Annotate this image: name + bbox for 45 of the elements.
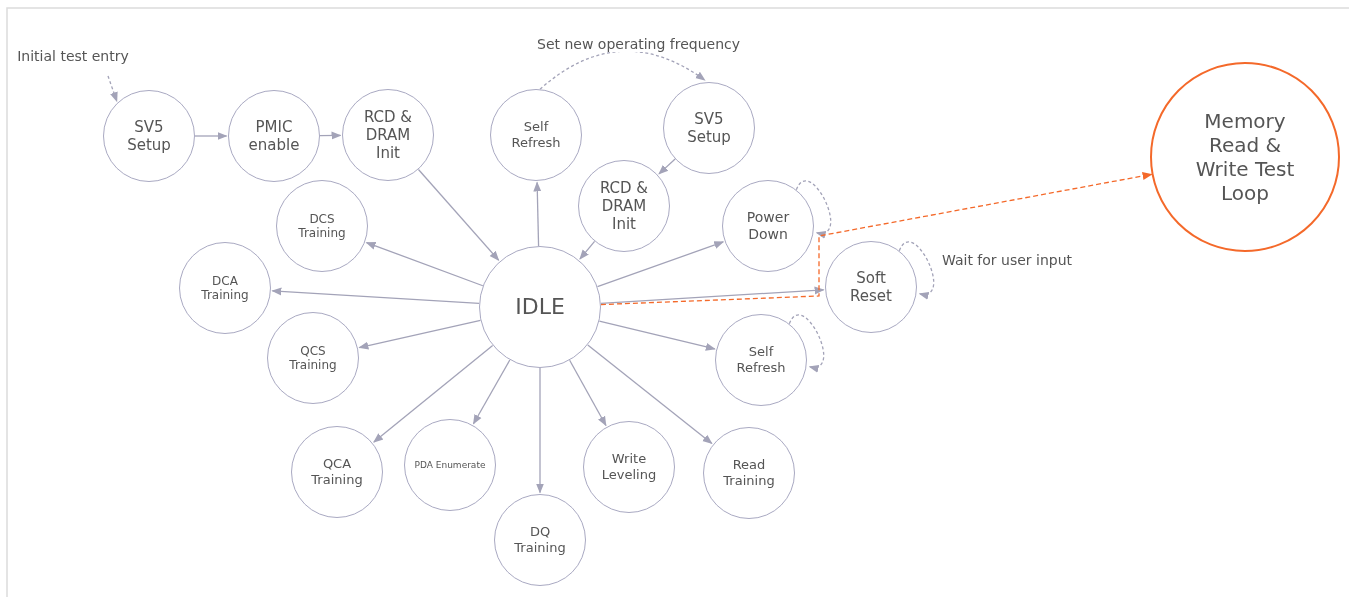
arrow (194, 132, 228, 140)
arrow (358, 319, 482, 350)
state-label: RCD & DRAM Init (598, 179, 650, 233)
arrow (658, 158, 676, 175)
state-label: Self Refresh (735, 344, 787, 376)
state-label: Soft Reset (849, 269, 893, 305)
self-loop-arrow (788, 314, 825, 371)
state-label: DCS Training (297, 211, 347, 241)
edge-label: Wait for user input (940, 252, 1075, 268)
arrow (536, 367, 544, 494)
arrow (107, 75, 118, 103)
state-label: DQ Training (513, 524, 567, 556)
arrow (365, 241, 484, 287)
arrow (271, 287, 480, 304)
arrow (600, 286, 825, 304)
arrow (569, 359, 607, 427)
state-label: Self Refresh (510, 119, 562, 151)
state-label: QCS Training (288, 343, 338, 373)
state-label: QCA Training (310, 456, 364, 488)
state-label: Power Down (745, 209, 791, 243)
arrow (587, 344, 713, 445)
state-label: Memory Read & Write Test Loop (1194, 109, 1296, 205)
state-label: PDA Enumerate (414, 459, 486, 471)
state-label: SV5 Setup (686, 110, 732, 146)
arrow (596, 241, 725, 288)
arrow (539, 50, 706, 90)
arrow (600, 172, 1153, 306)
state-label: DCA Training (200, 273, 250, 303)
edge-label: Set new operating frequency (535, 36, 743, 52)
arrow (579, 240, 596, 260)
state-label: Read Training (722, 457, 776, 489)
arrow (417, 168, 500, 261)
entry-label: Initial test entry (17, 47, 129, 65)
arrow (373, 344, 494, 443)
arrow (598, 320, 716, 351)
state-label: RCD & DRAM Init (362, 108, 414, 162)
self-loop-arrow (795, 180, 832, 237)
state-label: SV5 Setup (126, 118, 172, 154)
state-label: IDLE (515, 293, 565, 321)
arrow (319, 131, 342, 140)
arrow (533, 181, 542, 247)
arrow (472, 359, 511, 425)
state-label: Write Leveling (600, 451, 658, 483)
self-loop-arrow (898, 241, 935, 298)
state-label: PMIC enable (247, 118, 301, 154)
